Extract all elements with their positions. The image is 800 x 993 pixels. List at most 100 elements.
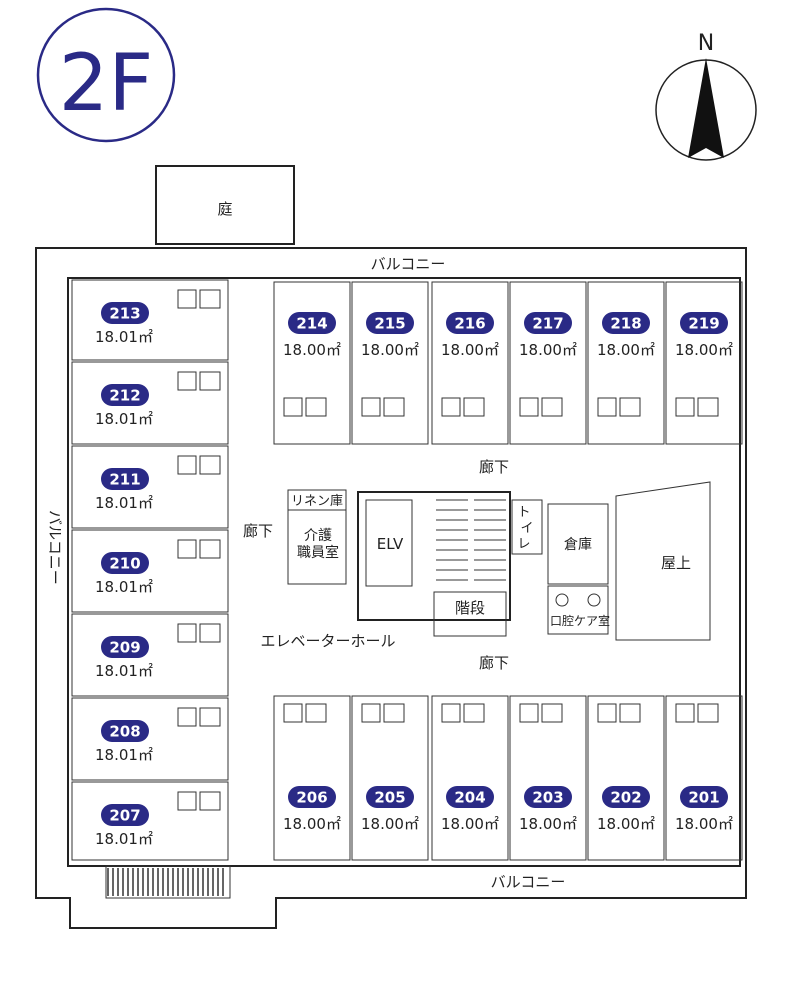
toilet-icon (177, 707, 197, 727)
room-206[interactable]: 206 18.00㎡ (273, 695, 351, 861)
washbasin-icon (199, 455, 221, 475)
room-202[interactable]: 202 18.00㎡ (587, 695, 665, 861)
compass: N (655, 31, 757, 161)
room-badge (602, 786, 650, 808)
room-number: 215 (374, 315, 405, 333)
room-area: 18.01㎡ (95, 494, 153, 512)
sink-icon (555, 593, 569, 607)
room-number: 202 (610, 789, 641, 807)
room-205[interactable]: 205 18.00㎡ (351, 695, 429, 861)
south-room-row: 20618.00㎡20518.00㎡20418.00㎡20318.00㎡2021… (273, 695, 743, 861)
room-number: 218 (610, 315, 641, 333)
toilet-icon (177, 539, 197, 559)
washbasin-icon (305, 703, 327, 723)
corridor-west-label: 廊下 (243, 522, 273, 540)
washbasin-icon (697, 703, 719, 723)
toilet-icon (519, 397, 539, 417)
rooftop-area (615, 481, 711, 641)
building-outline (35, 247, 747, 929)
room-area: 18.01㎡ (95, 746, 153, 764)
room-area: 18.00㎡ (361, 815, 419, 833)
room-210[interactable]: 210 18.01㎡ (71, 529, 229, 613)
room-area: 18.01㎡ (95, 578, 153, 596)
stair-treads (436, 499, 506, 581)
room-number: 206 (296, 789, 327, 807)
room-area: 18.00㎡ (675, 815, 733, 833)
toilet-icon (283, 397, 303, 417)
washbasin-icon (541, 397, 563, 417)
room-211[interactable]: 211 18.01㎡ (71, 445, 229, 529)
toilet-label-2: イ (520, 521, 533, 536)
room-area: 18.00㎡ (283, 815, 341, 833)
north-arrow-icon (688, 58, 724, 158)
room-number: 216 (454, 315, 485, 333)
room-badge (524, 312, 572, 334)
room-badge (680, 786, 728, 808)
room-area: 18.01㎡ (95, 328, 153, 346)
room-number: 211 (109, 471, 140, 489)
toilet-icon (177, 791, 197, 811)
toilet-icon (177, 623, 197, 643)
stairs-label: 階段 (455, 599, 485, 617)
washbasin-icon (619, 397, 641, 417)
inner-wall (67, 277, 741, 867)
toilet-label-1: ト (517, 505, 530, 520)
room-204[interactable]: 204 18.00㎡ (431, 695, 509, 861)
washbasin-icon (463, 397, 485, 417)
corridor-north-label: 廊下 (479, 458, 509, 476)
niwa-label: 庭 (217, 200, 232, 218)
washbasin-icon (199, 289, 221, 309)
toilet-icon (361, 397, 381, 417)
room-badge (101, 384, 149, 406)
room-number: 208 (109, 723, 140, 741)
room-area: 18.00㎡ (519, 341, 577, 359)
corridor-south-label: 廊下 (479, 654, 509, 672)
room-badge (524, 786, 572, 808)
toilet-icon (597, 703, 617, 723)
room-208[interactable]: 208 18.01㎡ (71, 697, 229, 781)
room-number: 212 (109, 387, 140, 405)
toilet-label-3: レ (517, 537, 530, 552)
toilet-icon (361, 703, 381, 723)
washbasin-icon (463, 703, 485, 723)
balcony-south-label: バルコニー (491, 873, 566, 891)
oral-care-label: 口腔ケア室 (550, 613, 610, 628)
room-area: 18.00㎡ (597, 815, 655, 833)
room-badge (446, 312, 494, 334)
room-badge (602, 312, 650, 334)
toilet-icon (675, 703, 695, 723)
room-number: 204 (454, 789, 485, 807)
toilet-icon (177, 289, 197, 309)
washbasin-icon (383, 703, 405, 723)
room-area: 18.00㎡ (441, 815, 499, 833)
toilet-icon (177, 371, 197, 391)
west-room-column: 21318.01㎡21218.01㎡21118.01㎡21018.01㎡2091… (71, 279, 229, 861)
room-badge (680, 312, 728, 334)
sink-icon (587, 593, 601, 607)
room-area: 18.01㎡ (95, 830, 153, 848)
room-badge (101, 636, 149, 658)
elevator-shaft (365, 499, 413, 587)
washbasin-icon (541, 703, 563, 723)
room-number: 205 (374, 789, 405, 807)
room-area: 18.00㎡ (519, 815, 577, 833)
niwa-area (155, 165, 295, 245)
room-area: 18.00㎡ (283, 341, 341, 359)
north-room-row: 21418.00㎡21518.00㎡21618.00㎡21718.00㎡2181… (273, 281, 743, 445)
washbasin-icon (383, 397, 405, 417)
room-area: 18.00㎡ (675, 341, 733, 359)
oral-care-room (547, 585, 609, 635)
room-number: 210 (109, 555, 140, 573)
